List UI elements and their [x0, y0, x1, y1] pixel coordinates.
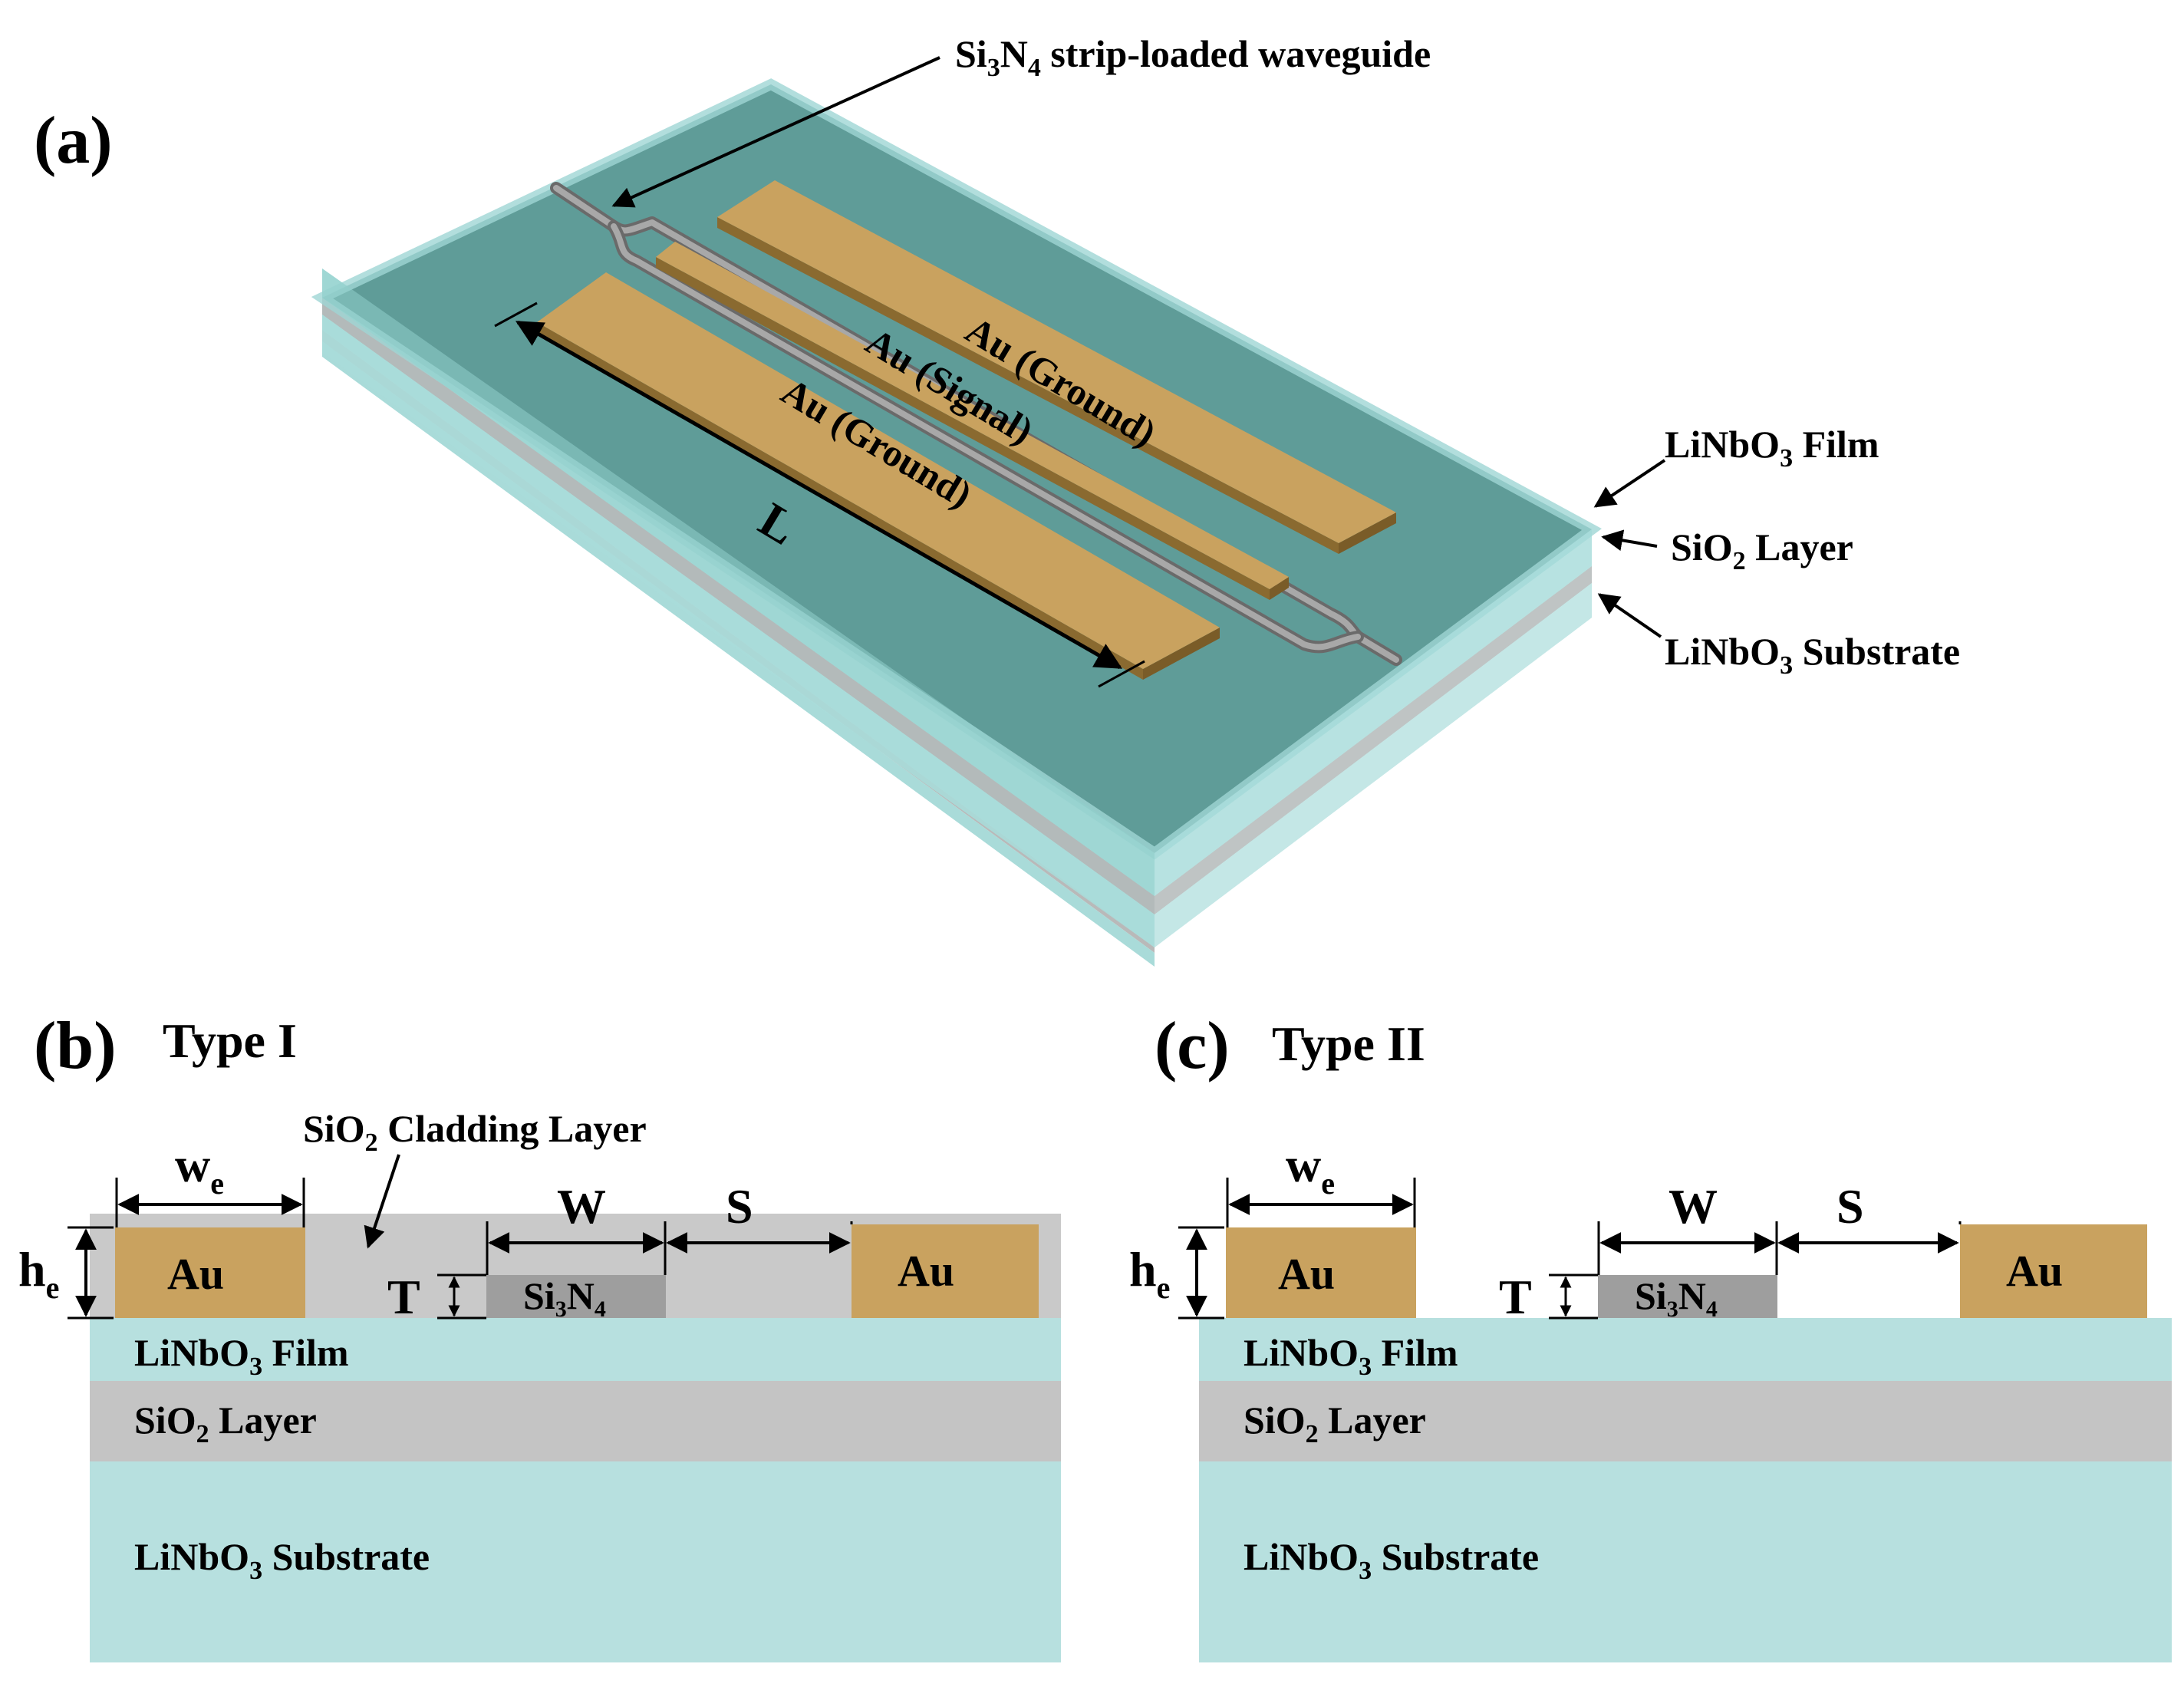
type1-film-label: LiNbO3 Film — [134, 1331, 349, 1381]
panel-a: (a) — [34, 32, 1960, 967]
ground-bottom-electrode-end — [1143, 628, 1220, 680]
type1-si3n4-label: Si3N4 — [523, 1274, 606, 1322]
type2-sio2-layer — [1199, 1381, 2172, 1461]
type1-sio2-layer — [90, 1381, 1061, 1461]
panel-b-title: Type I — [163, 1013, 297, 1068]
type2-S-label: S — [1836, 1179, 1864, 1234]
film-callout-arrow — [1593, 459, 1666, 508]
type2-T-label: T — [1499, 1270, 1532, 1324]
sio2-layer-right — [1155, 566, 1592, 914]
panel-c: (c) Type II Au Au Si3N4 LiNbO3 Film SiO2… — [1129, 1009, 2172, 1662]
waveguide-callout-arrow — [611, 56, 940, 208]
length-arrow — [515, 320, 1123, 670]
panel-a-label: (a) — [34, 104, 113, 178]
length-tick-start — [494, 301, 538, 328]
type1-W-label: W — [557, 1179, 606, 1234]
type1-au-left-label: Au — [167, 1249, 224, 1299]
type1-cladding-label: SiO2 Cladding Layer — [303, 1107, 647, 1157]
waveguide-callout-label: Si3N4 strip-loaded waveguide — [955, 32, 1431, 82]
substrate-lower-right-face — [1155, 583, 1592, 947]
type1-film — [90, 1318, 1061, 1381]
type2-sio2-label: SiO2 Layer — [1244, 1399, 1426, 1448]
panel-b-label: (b) — [34, 1009, 117, 1083]
sio2-callout-arrow — [1601, 529, 1658, 552]
film-right-edge — [1155, 529, 1592, 896]
type1-cladding-arrow — [364, 1154, 400, 1249]
waveguide-callout: Si3N4 strip-loaded waveguide — [611, 32, 1431, 208]
panel-c-title: Type II — [1272, 1016, 1425, 1071]
substrate-callout: LiNbO3 Substrate — [1597, 593, 1960, 680]
type1-au-right — [852, 1224, 1039, 1318]
type2-he-label: he — [1129, 1242, 1170, 1305]
substrate-callout-label: LiNbO3 Substrate — [1665, 630, 1960, 680]
type2-au-left — [1226, 1227, 1416, 1318]
signal-electrode-end — [1270, 577, 1289, 600]
type1-si3n4 — [486, 1275, 666, 1318]
type2-substrate — [1199, 1461, 2172, 1662]
type2-film-label: LiNbO3 Film — [1244, 1331, 1458, 1381]
type1-we-label: we — [175, 1138, 224, 1201]
type1-au-right-label: Au — [898, 1246, 954, 1296]
type2-si3n4 — [1598, 1275, 1777, 1318]
type2-W-label: W — [1668, 1179, 1718, 1234]
film-callout: LiNbO3 Film — [1593, 423, 1879, 508]
panel-b: (b) Type I Au Au Si3N4 LiNbO3 Film SiO2 … — [18, 1009, 1061, 1662]
substrate-callout-arrow — [1597, 593, 1662, 638]
type2-film — [1199, 1318, 2172, 1381]
ground-top-electrode-end — [1339, 512, 1396, 554]
type1-he-label: he — [18, 1242, 59, 1305]
length-tick-end — [1098, 660, 1145, 688]
type1-sio2-label: SiO2 Layer — [134, 1399, 317, 1448]
type2-substrate-label: LiNbO3 Substrate — [1244, 1535, 1539, 1585]
type2-au-right-label: Au — [2006, 1246, 2063, 1296]
type1-substrate-label: LiNbO3 Substrate — [134, 1535, 430, 1585]
type1-T-label: T — [387, 1270, 420, 1324]
sio2-callout-label: SiO2 Layer — [1671, 526, 1853, 575]
panel-c-label: (c) — [1155, 1009, 1230, 1083]
film-callout-label: LiNbO3 Film — [1665, 423, 1879, 473]
type1-substrate — [90, 1461, 1061, 1662]
type2-si3n4-label: Si3N4 — [1635, 1274, 1718, 1322]
type2-au-left-label: Au — [1278, 1249, 1335, 1299]
type1-au-left — [115, 1227, 305, 1318]
type2-we-label: we — [1286, 1138, 1335, 1201]
sio2-callout: SiO2 Layer — [1601, 526, 1853, 575]
type1-S-label: S — [726, 1179, 753, 1234]
type2-au-right — [1960, 1224, 2147, 1318]
